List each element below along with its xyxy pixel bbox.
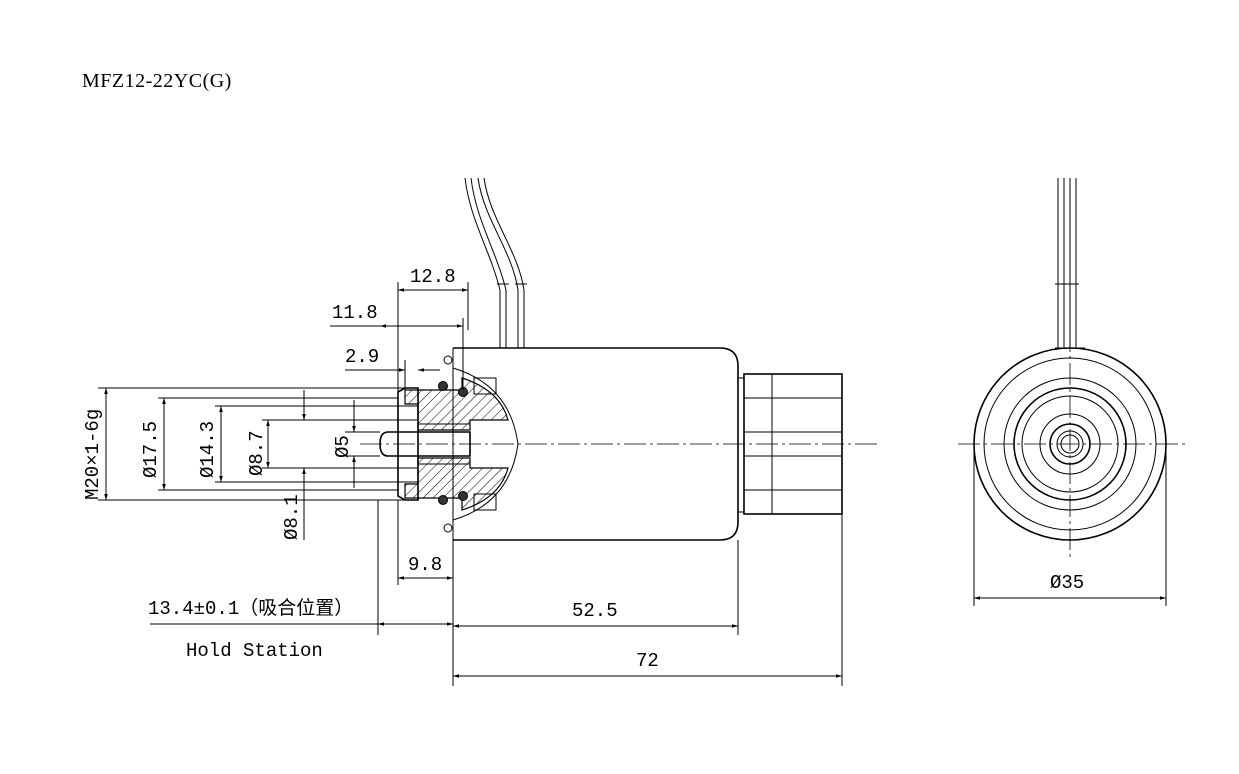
dim-72: 72 bbox=[636, 650, 659, 672]
dim-hold: 13.4±0.1（吸合位置） bbox=[148, 597, 353, 620]
plunger bbox=[379, 431, 471, 457]
drawing-title: MFZ12-22YC(G) bbox=[82, 70, 232, 92]
dim-52-5: 52.5 bbox=[572, 600, 618, 622]
connector bbox=[737, 373, 843, 515]
dim-dia-35: Ø35 bbox=[1050, 572, 1084, 594]
dim-dia-14-3: Ø14.3 bbox=[197, 421, 219, 478]
dim-2-9: 2.9 bbox=[345, 346, 379, 368]
dim-hold-en: Hold Station bbox=[186, 640, 323, 662]
end-view: Ø35 bbox=[958, 178, 1185, 606]
dim-thread: M20×1-6g bbox=[82, 409, 104, 500]
o-ring-bottom bbox=[438, 495, 448, 505]
section-hatch-top bbox=[404, 377, 509, 431]
dim-11-8: 11.8 bbox=[332, 302, 378, 324]
section-dome bbox=[452, 367, 519, 521]
dim-dia-5: Ø5 bbox=[332, 435, 354, 458]
dim-12-8: 12.8 bbox=[410, 266, 456, 288]
dim-9-8: 9.8 bbox=[408, 554, 442, 576]
section-hatch-bottom bbox=[404, 457, 509, 511]
dim-dia-8-1: Ø8.1 bbox=[281, 494, 303, 540]
side-view bbox=[360, 177, 880, 541]
dim-dia-8-7: Ø8.7 bbox=[246, 430, 268, 476]
lead-wires bbox=[464, 177, 530, 349]
o-ring-top bbox=[438, 381, 448, 391]
dimensions: 12.8 11.8 2.9 M20×1-6g Ø17.5 Ø14.3 Ø8.7 bbox=[82, 266, 843, 686]
dim-dia-17-5: Ø17.5 bbox=[140, 421, 162, 478]
